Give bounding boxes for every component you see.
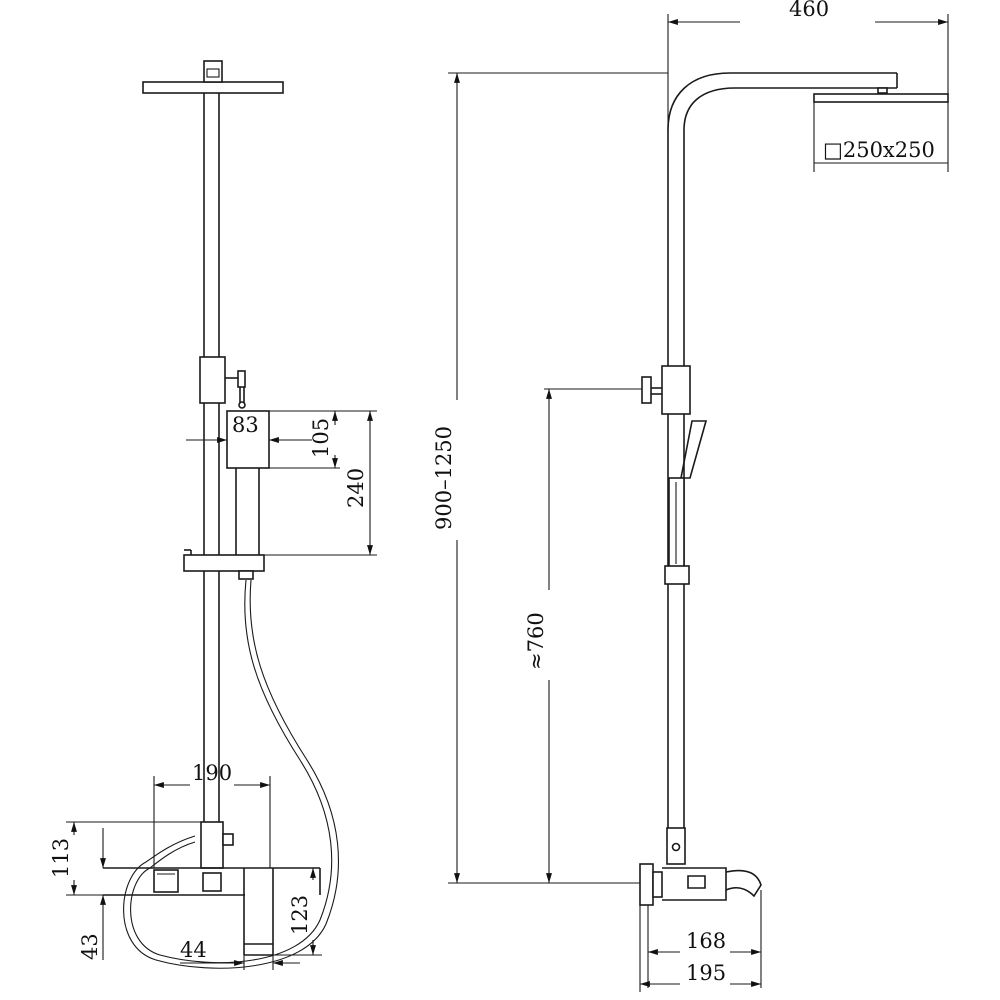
dim-460: 460: [668, 0, 948, 130]
front-shower-head: [143, 61, 283, 93]
front-view: 83 105 240 190: [49, 61, 377, 970]
dim-label-900-1250: 900–1250: [432, 426, 456, 530]
side-hand-shower: [669, 421, 706, 568]
side-lower-connector: [667, 828, 685, 864]
dim-label-190: 190: [192, 761, 232, 785]
side-riser-and-arm: [668, 73, 897, 828]
side-diverter: [642, 366, 690, 414]
dim-label-195: 195: [686, 961, 726, 985]
dim-900-1250: 900–1250: [432, 73, 668, 883]
side-rain-head: [814, 94, 948, 102]
dim-760: ≈760: [524, 389, 642, 883]
dim-label-123: 123: [288, 895, 312, 935]
front-hand-shower-holder: [184, 550, 264, 579]
dim-123: 123: [273, 868, 322, 955]
dim-label-240: 240: [344, 468, 368, 508]
dim-44: 44: [180, 938, 300, 970]
dim-label-44: 44: [180, 938, 207, 962]
side-slider-clamp: [665, 566, 689, 584]
dim-label-760: ≈760: [524, 612, 548, 670]
front-diverter-block: [200, 357, 245, 408]
dim-43: 43: [78, 828, 103, 960]
dim-label-460: 460: [789, 0, 829, 21]
dim-label-83: 83: [232, 413, 259, 437]
dim-label-43: 43: [78, 933, 102, 960]
dim-250x250: □250x250: [814, 102, 948, 172]
dim-label-113: 113: [49, 838, 73, 878]
dim-label-250x250: □250x250: [823, 138, 935, 162]
dim-label-168: 168: [686, 929, 726, 953]
side-mixer-body: [640, 864, 761, 905]
front-riser-pipe: [204, 93, 219, 822]
side-view: 460 □250x250 900–1250 ≈760: [432, 0, 948, 992]
dim-label-105: 105: [309, 418, 333, 458]
